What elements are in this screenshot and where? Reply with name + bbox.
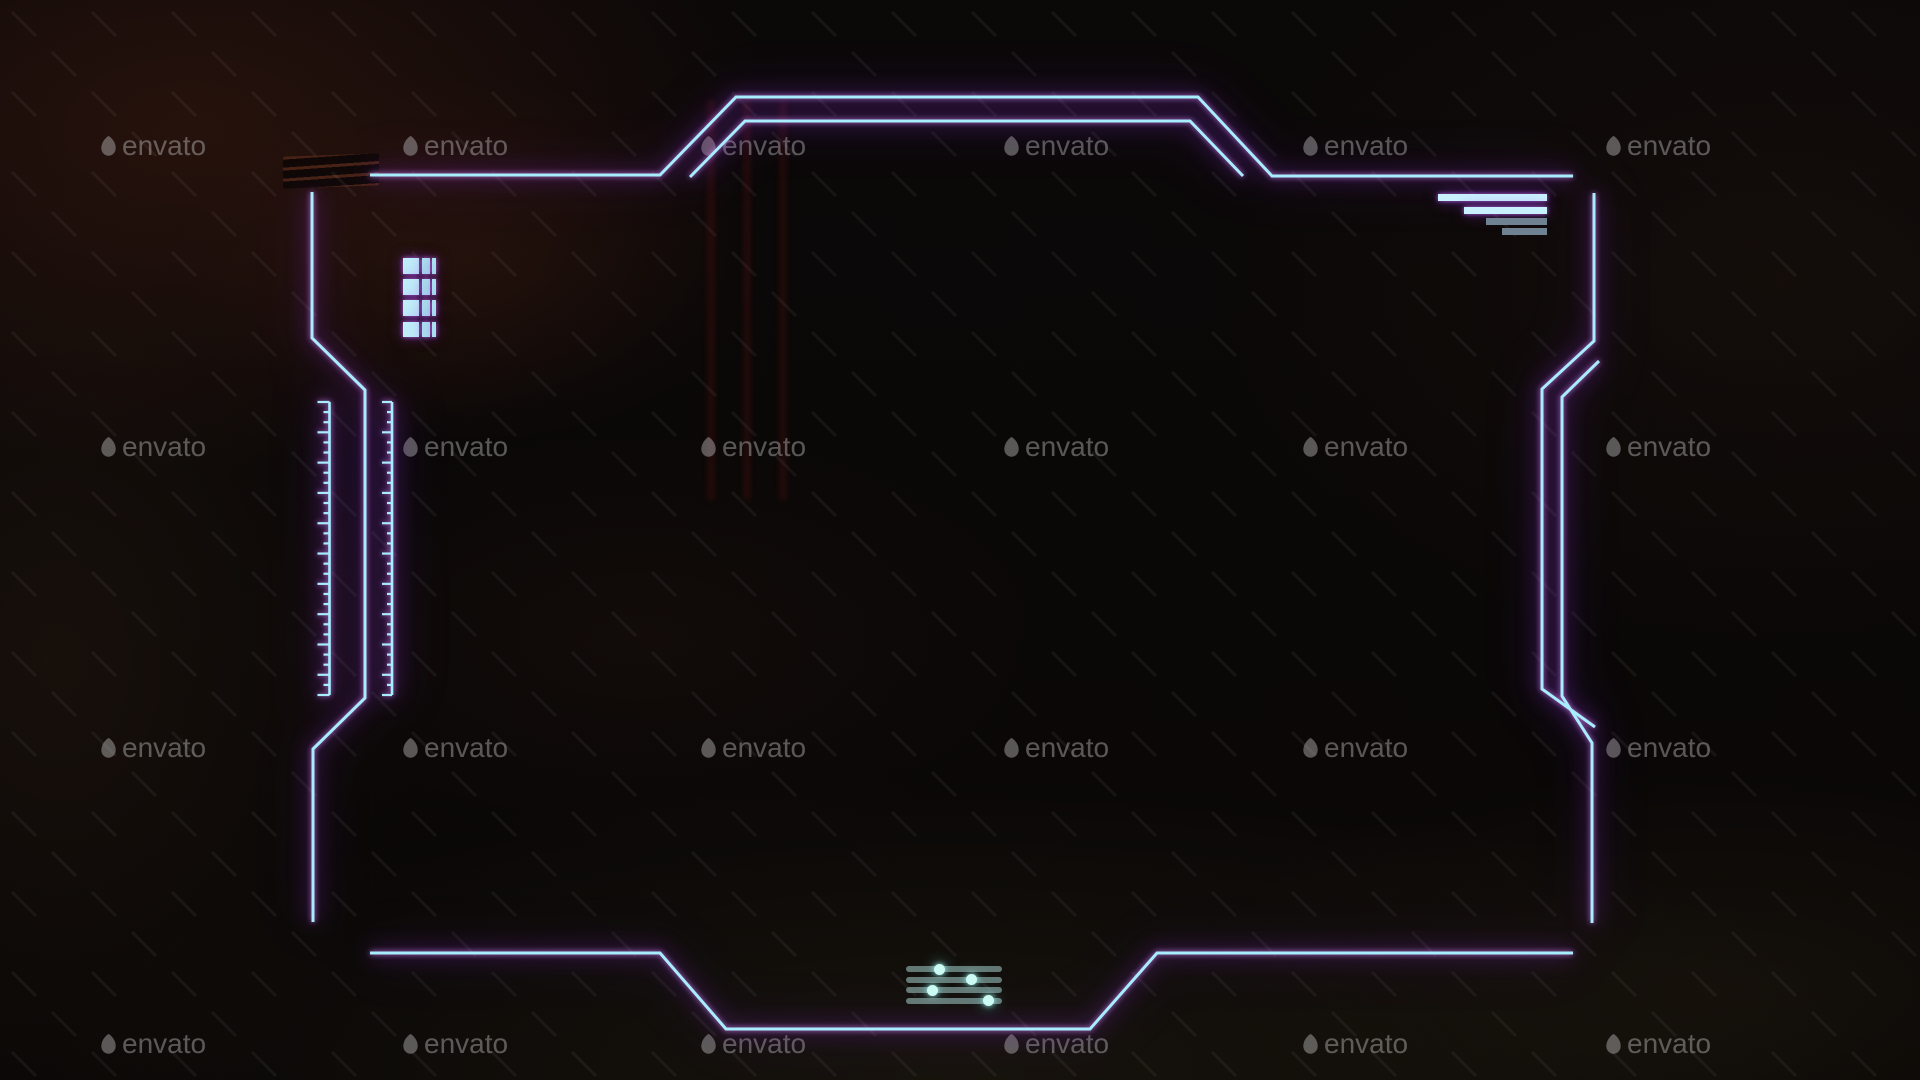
grid-cell	[422, 300, 430, 316]
slider-track	[906, 976, 1002, 983]
ruler	[317, 400, 331, 697]
grid-cell	[422, 321, 430, 338]
slider-track	[906, 997, 1002, 1004]
slider-lines-icon	[906, 963, 1002, 1008]
grid-cell	[432, 321, 436, 338]
frame-top-outer-line	[370, 95, 1573, 178]
grid-cell	[403, 258, 419, 274]
grid-cell	[432, 258, 436, 274]
grid-cell	[432, 300, 436, 316]
ruler-ticks-icon	[317, 400, 394, 697]
grid-cell	[432, 279, 436, 295]
grid-cell	[403, 300, 419, 316]
slider-knob[interactable]	[983, 995, 995, 1006]
slider-knob[interactable]	[927, 984, 939, 996]
grid-cell	[403, 321, 419, 338]
signal-bar-dim	[1502, 228, 1547, 235]
signal-bar-bright	[1438, 194, 1547, 201]
slider-knob[interactable]	[965, 974, 977, 985]
grid-cell	[422, 279, 430, 295]
frame-left-line	[310, 192, 367, 922]
grid-cell	[403, 279, 419, 295]
frame-right-outer-line	[1540, 193, 1596, 729]
slider-knob[interactable]	[934, 963, 946, 975]
frame-top-inner-line	[688, 119, 1245, 179]
frame-right-inner-line	[1560, 359, 1601, 923]
slider-track	[906, 966, 1002, 972]
data-grid-icon	[403, 258, 439, 338]
signal-bars-icon	[1400, 190, 1560, 240]
ruler	[382, 400, 394, 697]
slider-track	[906, 987, 1002, 993]
frame-bottom-line	[370, 951, 1573, 1031]
signal-bar-dim	[1486, 218, 1547, 225]
grid-cell	[422, 258, 430, 274]
signal-bar-bright	[1464, 207, 1547, 214]
